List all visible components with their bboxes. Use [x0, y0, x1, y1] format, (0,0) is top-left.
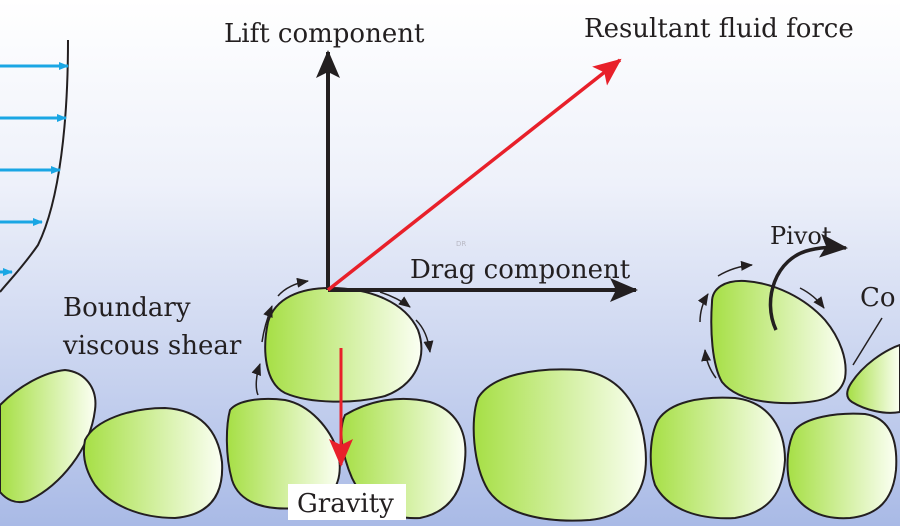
shear-arrow: [277, 277, 309, 297]
lift-component-label: Lift component: [224, 19, 425, 49]
pivot-shear-arrows: [697, 260, 825, 379]
contact-label: Co: [860, 283, 896, 313]
pivot-curved-arrow: [768, 233, 848, 331]
shear-arrow: [701, 349, 717, 379]
shear-arrow: [261, 305, 273, 343]
contact-leader-line: [852, 317, 883, 366]
bed-grain: [710, 279, 847, 405]
bed-grain: [846, 343, 900, 414]
resultant-arrow: [326, 58, 622, 292]
bed-grain: [786, 412, 898, 520]
shear-arrow: [697, 293, 709, 323]
subject-grain: [264, 286, 423, 403]
watermark-text: DR: [456, 240, 466, 248]
shear-arrow: [717, 260, 753, 277]
boundary-shear-label-line1: Boundary: [63, 293, 191, 323]
shear-arrow: [799, 287, 825, 309]
gravity-label: Gravity: [297, 489, 394, 519]
bed-grain: [82, 406, 224, 520]
shear-arrow: [415, 319, 434, 353]
bed-grain: [649, 396, 787, 520]
sediment-bed: [0, 279, 900, 522]
drag-component-label: Drag component: [410, 255, 631, 285]
velocity-profile: [0, 39, 69, 293]
resultant-force-label: Resultant fluid force: [584, 14, 854, 44]
boundary-shear-label-line2: viscous shear: [62, 331, 242, 361]
bed-grain: [472, 368, 647, 522]
bed-grain: [0, 368, 97, 504]
velocity-profile-curve: [0, 39, 69, 293]
boundary-shear-arrows: [251, 277, 434, 396]
shear-arrow: [251, 363, 261, 396]
pivot-label: Pivot: [770, 222, 832, 250]
gravity-label-box: [288, 484, 406, 520]
shear-arrow: [379, 291, 411, 308]
